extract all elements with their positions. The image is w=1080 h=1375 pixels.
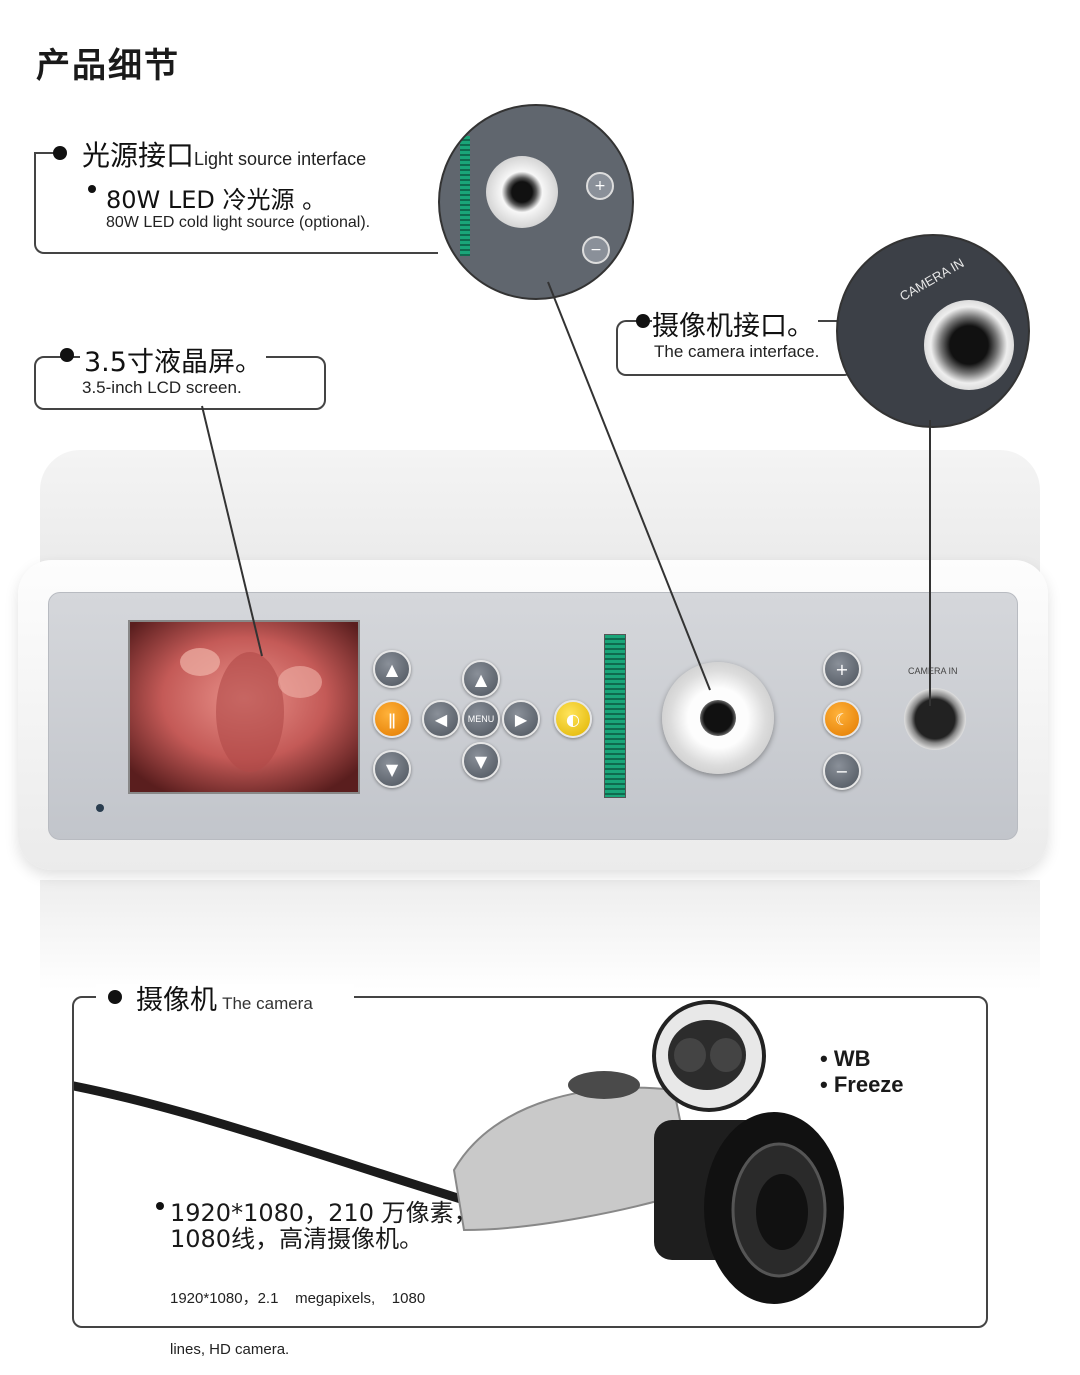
wb-key-icon xyxy=(674,1038,706,1072)
bullet-dot xyxy=(88,185,96,193)
light-source-callout xyxy=(34,152,438,254)
bullet-dot xyxy=(60,348,74,362)
nav-left-button[interactable]: ◀ xyxy=(422,700,460,738)
camera-interface-heading-cn: 摄像机接口。 xyxy=(652,311,814,342)
camera-spec: 1920*1080，210 万像素， 1080线，高清摄像机。 xyxy=(170,1200,478,1252)
brightness-meter xyxy=(604,634,626,798)
down-arrow-button[interactable]: ▼ xyxy=(373,750,411,788)
lcd-screen xyxy=(128,620,360,794)
freeze-key-icon xyxy=(710,1038,742,1072)
device-reflection xyxy=(40,880,1040,990)
minus-button[interactable]: − xyxy=(823,752,861,790)
camera-head-image xyxy=(74,1071,844,1304)
meter-bar xyxy=(460,136,470,256)
light-source-heading-en: Light source interface xyxy=(194,149,367,169)
standby-button[interactable]: ☾ xyxy=(823,700,861,738)
light-source-heading: 光源接口Light source interface xyxy=(82,134,366,174)
bullet-dot xyxy=(108,990,122,1004)
nav-up-button[interactable]: ▲ xyxy=(462,660,500,698)
up-arrow-button[interactable]: ▲ xyxy=(373,650,411,688)
light-source-bullet-cn: 80W LED 冷光源 。 xyxy=(106,186,327,214)
plus-button[interactable]: + xyxy=(823,650,861,688)
nav-down-button[interactable]: ▼ xyxy=(462,742,500,780)
camera-in-port xyxy=(904,688,966,750)
camera-in-label: CAMERA IN xyxy=(908,666,958,676)
bullet-dot xyxy=(53,146,67,160)
camera-interface-zoom: CAMERA IN xyxy=(836,234,1030,428)
light-source-zoom: + − xyxy=(438,104,634,300)
camera-spec-en-1: 1920*1080，2.1 megapixels, 1080 xyxy=(170,1290,426,1307)
white-balance-button[interactable]: ◐ xyxy=(554,700,592,738)
light-source-leader-line xyxy=(547,281,711,691)
bullet-dot xyxy=(156,1202,164,1210)
camera-spec-cn-2: 1080线，高清摄像机。 xyxy=(170,1225,424,1253)
settings-tool-button[interactable]: ǁ xyxy=(373,700,411,738)
plus-icon: + xyxy=(586,172,614,200)
camera-heading: 摄像机 The camera xyxy=(136,978,313,1017)
feature-item: • WB xyxy=(820,1046,871,1071)
page-title: 产品细节 xyxy=(36,46,180,86)
lcd-leader-line xyxy=(201,405,263,657)
bullet-dot xyxy=(636,314,650,328)
minus-icon: − xyxy=(582,236,610,264)
light-source-heading-cn: 光源接口 xyxy=(82,139,195,172)
light-port xyxy=(486,156,558,228)
light-source-bullet-en: 80W LED cold light source (optional). xyxy=(106,214,371,231)
camera-heading-en: The camera xyxy=(222,994,313,1013)
lcd-heading-cn: 3.5寸液晶屏。 xyxy=(84,347,262,378)
lcd-heading-en: 3.5-inch LCD screen. xyxy=(82,378,242,397)
camera-interface-heading-en: The camera interface. xyxy=(654,342,820,361)
leader-lines xyxy=(201,281,931,706)
feature-item: • Freeze xyxy=(820,1072,904,1097)
power-led xyxy=(96,804,104,812)
nav-right-button[interactable]: ▶ xyxy=(502,700,540,738)
camera-connector xyxy=(924,300,1014,390)
camera-heading-cn: 摄像机 xyxy=(136,985,217,1016)
camera-feature-list: • WB • Freeze xyxy=(820,1046,904,1098)
light-source-port-hole xyxy=(700,700,736,736)
camera-buttons-zoom xyxy=(652,1000,766,1112)
camera-callout xyxy=(72,996,988,1328)
camera-spec-en: 1920*1080，2.1 megapixels, 1080 lines, HD… xyxy=(170,1256,425,1375)
menu-button[interactable]: MENU xyxy=(462,700,500,738)
camera-spec-cn-1: 1920*1080，210 万像素， xyxy=(170,1199,478,1227)
camera-spec-en-2: lines, HD camera. xyxy=(170,1341,290,1358)
